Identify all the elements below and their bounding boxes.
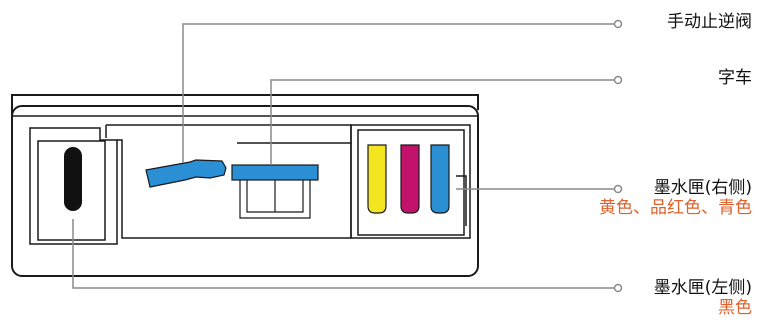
check-valve-label-text: 手动止逆阀 (667, 12, 752, 32)
right-cartridge-label-text: 墨水匣(右侧) (653, 178, 752, 198)
left-cartridge-label-text: 墨水匣(左侧) (653, 278, 752, 298)
yellow-ink-cartridge (367, 144, 387, 214)
black-ink-cartridge (64, 147, 82, 211)
left-cartridge-color: 黑色 (718, 298, 752, 318)
right-cartridge-label: 墨水匣(右侧) 黄色、品红色、青色 (599, 178, 752, 218)
carriage-leader-line (270, 79, 614, 165)
check-valve-leader-dot (613, 19, 623, 29)
carriage-shape (231, 164, 319, 219)
cyan-ink-cartridge (430, 144, 450, 214)
left-cartridge-leader-dot (613, 283, 623, 293)
carriage-leader-dot (613, 75, 623, 85)
right-cartridge-colors: 黄色、品红色、青色 (599, 198, 752, 218)
carriage-label: 字车 (718, 68, 752, 88)
check-valve-shape (145, 159, 227, 188)
left-cartridge-label: 墨水匣(左侧) 黑色 (654, 278, 752, 318)
left-cartridge-leader-line (72, 219, 614, 289)
check-valve-leader-line (182, 23, 614, 163)
right-compartment (350, 124, 471, 239)
carriage-label-text: 字车 (718, 68, 752, 88)
right-cartridge-leader-dot (613, 184, 623, 194)
check-valve-label: 手动止逆阀 (667, 12, 752, 32)
printer-body (11, 94, 479, 277)
left-compartment (29, 127, 118, 245)
magenta-ink-cartridge (400, 144, 420, 214)
